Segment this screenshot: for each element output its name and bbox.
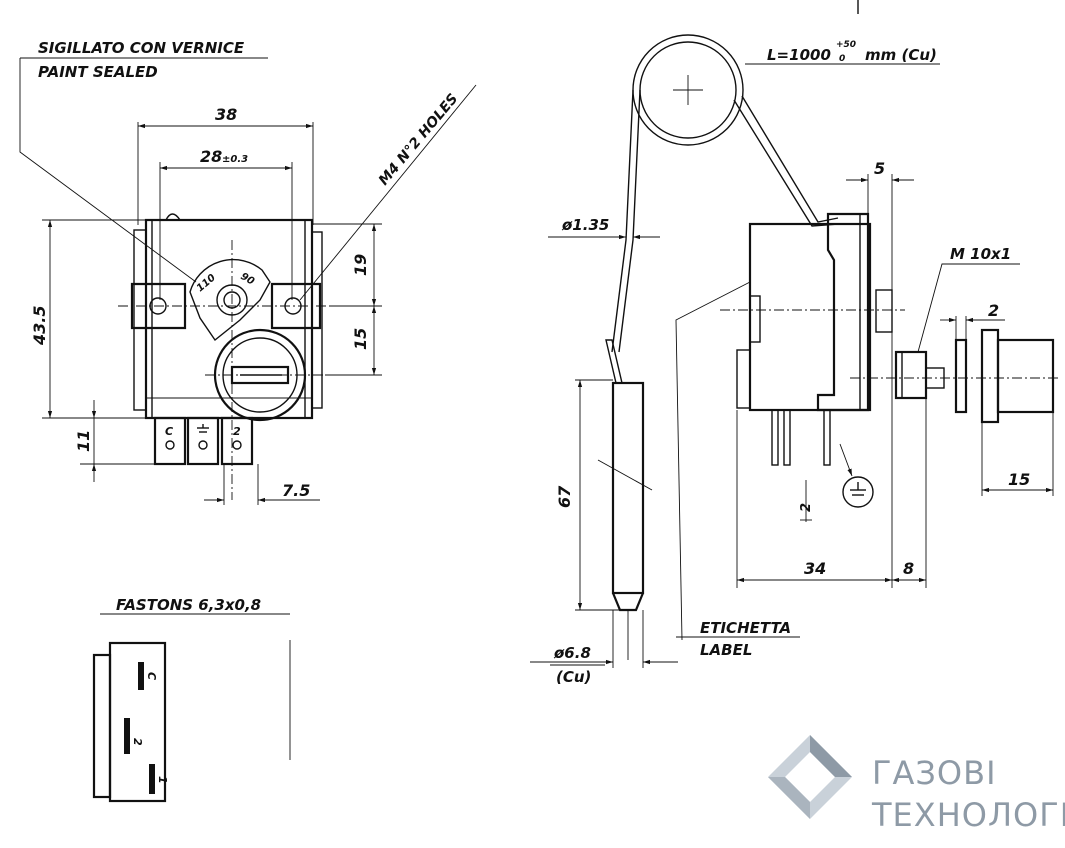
side-view: L=1000 +50 0 mm (Cu) ø1.35 67 ø6.8 (Cu)	[530, 0, 1060, 686]
dim-upper: 19	[351, 254, 370, 276]
dim-capillary-dia: ø1.35	[561, 216, 609, 234]
dim-faston-pitch: 7.5	[282, 481, 310, 500]
dim-bulb-material: (Cu)	[556, 668, 591, 686]
ground-icon	[842, 476, 874, 508]
dim-lower: 15	[351, 328, 370, 350]
dim-bulb-length: 67	[555, 485, 574, 508]
side-terminal-2: 2	[799, 503, 814, 512]
capillary-tol-lower: 0	[839, 54, 845, 64]
dim-width-holes: 28	[200, 147, 222, 166]
dim-height-total: 43.5	[30, 306, 49, 346]
dim-knob-gap: 2	[988, 301, 999, 320]
faston-2: 2	[131, 738, 144, 746]
dim-knob-dia: 15	[1008, 470, 1030, 489]
logo-mark-icon	[768, 735, 852, 819]
front-terminal-2: 2	[233, 425, 241, 438]
dim-top-offset: 5	[874, 159, 885, 178]
sealed-note-en: PAINT SEALED	[38, 63, 158, 81]
front-terminal-c: C	[165, 425, 173, 438]
faston-1: 1	[156, 776, 169, 784]
dim-width-holes-tol: ±0.3	[222, 154, 248, 165]
dim-width-outer: 38	[215, 105, 237, 124]
capillary-tol-upper: +50	[836, 40, 856, 50]
fastons-title: FASTONS 6,3x0,8	[116, 596, 261, 614]
fastons-detail: FASTONS 6,3x0,8 C 2 1	[92, 596, 291, 803]
dim-shaft-length: 8	[903, 559, 914, 578]
holes-note: M4 N°2 HOLES	[376, 91, 462, 189]
label-note-it: ETICHETTA	[700, 619, 791, 637]
capillary-length: L=1000	[767, 46, 831, 64]
label-note-en: LABEL	[700, 641, 752, 659]
logo-line2: ТЕХНОЛОГІЇ	[871, 796, 1065, 834]
faston-c: C	[145, 672, 158, 680]
dim-body-depth: 34	[804, 559, 826, 578]
capillary-unit: mm (Cu)	[865, 46, 937, 64]
logo-line1: ГАЗОВІ	[872, 754, 997, 792]
sealed-note-it: SIGILLATO CON VERNICE	[38, 39, 245, 57]
dim-faston-length: 11	[74, 430, 93, 452]
front-view: SIGILLATO CON VERNICE PAINT SEALED 38 28…	[19, 39, 477, 505]
front-terminals: C 2	[153, 416, 254, 466]
thread-spec: M 10x1	[950, 245, 1011, 263]
company-logo: ГАЗОВІ ТЕХНОЛОГІЇ	[768, 735, 1065, 834]
dial-max-label: 90	[239, 271, 257, 288]
dim-bulb-dia: ø6.8	[553, 644, 591, 662]
